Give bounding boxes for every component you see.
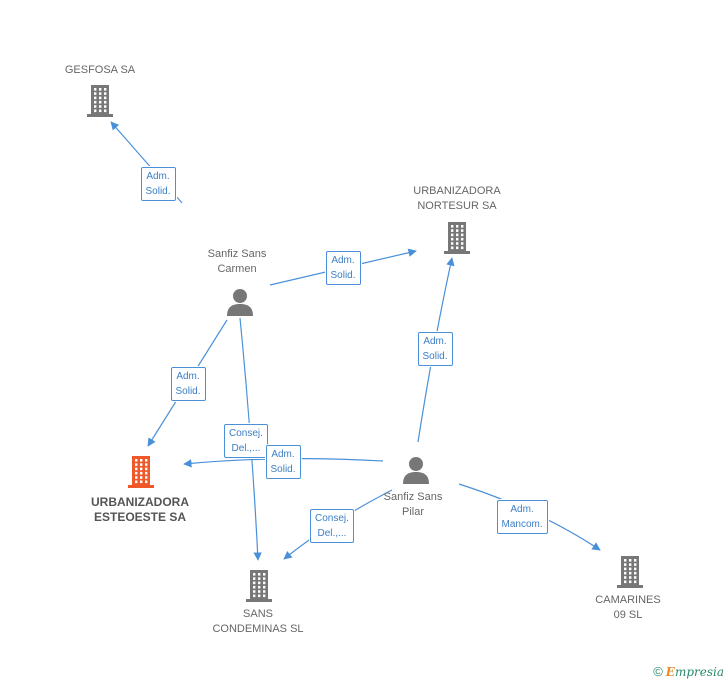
edge-label-line: Solid. [270, 464, 296, 475]
node-label-camarines[interactable]: CAMARINES 09 SL [553, 593, 703, 623]
node-label-line: ESTEOESTE SA [93, 510, 187, 524]
edge-label-line: Adm. [176, 371, 200, 382]
node-label-line: Sanfiz Sans [207, 248, 267, 260]
node-label-line: URBANIZADORA [413, 185, 501, 197]
edge-label-line: Mancom. [501, 519, 543, 530]
edge-label-line: Solid. [422, 351, 448, 362]
brand-rest: mpresia [674, 665, 724, 679]
node-label-line: SANS [243, 608, 273, 620]
node-icon-gesfosa[interactable] [85, 84, 115, 123]
node-label-nortesur[interactable]: URBANIZADORA NORTESUR SA [382, 184, 532, 214]
edge-label-line: Adm. [271, 449, 295, 460]
node-label-line: NORTESUR SA [417, 200, 497, 212]
node-icon-pilar[interactable] [401, 455, 431, 490]
edge-label-e3[interactable]: Adm. Solid. [170, 367, 206, 401]
edge-label-e6[interactable]: Adm. Solid. [417, 332, 453, 366]
building-icon [128, 456, 154, 488]
node-label-line: Carmen [217, 263, 257, 275]
edge-label-e4[interactable]: Consej. Del.,... [224, 424, 268, 458]
node-label-line: CONDEMINAS SL [212, 623, 304, 635]
edge-label-line: Consej. [229, 428, 263, 439]
building-icon [617, 556, 643, 588]
node-icon-nortesur[interactable] [442, 221, 472, 260]
node-label-condeminas[interactable]: SANS CONDEMINAS SL [183, 607, 333, 637]
node-icon-camarines[interactable] [615, 555, 645, 594]
node-label-gesfosa[interactable]: GESFOSA SA [25, 63, 175, 78]
node-label-line: URBANIZADORA [91, 495, 189, 509]
copyright-icon: © [653, 664, 663, 679]
edge-label-line: Consej. [315, 513, 349, 524]
edge-label-e1[interactable]: Adm. Solid. [140, 167, 176, 201]
edge-label-line: Del.,... [231, 443, 261, 454]
edge-label-line: Del.,... [317, 528, 347, 539]
person-icon [403, 457, 429, 484]
edge-label-line: Adm. [423, 336, 447, 347]
person-icon [227, 289, 253, 316]
edge-label-e5[interactable]: Adm. Solid. [265, 445, 301, 479]
edge-label-line: Solid. [175, 386, 201, 397]
node-label-line: 09 SL [613, 609, 643, 621]
edge-label-line: Adm. [331, 255, 355, 266]
building-icon [246, 570, 272, 602]
edge-label-e2[interactable]: Adm. Solid. [325, 251, 361, 285]
edge-label-e8[interactable]: Adm. Mancom. [496, 500, 548, 534]
brand-first-letter: E [665, 665, 675, 679]
edge-label-line: Adm. [146, 171, 170, 182]
edge-label-e7[interactable]: Consej. Del.,... [310, 509, 354, 543]
node-label-line: CAMARINES [595, 594, 661, 606]
edge-label-line: Solid. [145, 186, 171, 197]
node-icon-carmen[interactable] [225, 287, 255, 322]
empresia-logo: ©Empresia [653, 664, 724, 679]
node-icon-condeminas[interactable] [244, 569, 274, 608]
node-label-line: Sanfiz Sans [383, 491, 443, 503]
edge-label-line: Solid. [330, 270, 356, 281]
building-icon [87, 85, 113, 117]
building-icon [444, 222, 470, 254]
node-label-line: GESFOSA SA [64, 64, 136, 76]
edge-label-line: Adm. [510, 504, 534, 515]
node-label-line: Pilar [401, 506, 424, 518]
node-icon-esteoeste[interactable] [126, 455, 156, 494]
